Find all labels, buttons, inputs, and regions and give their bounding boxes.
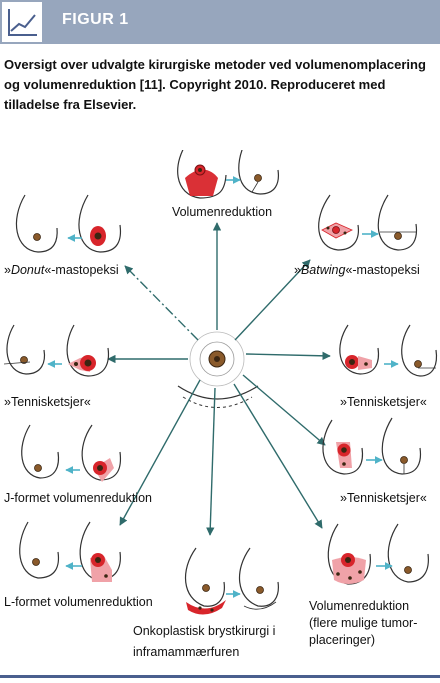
label-l-formet: L-formet volumenreduktion [4, 595, 153, 609]
bottom-rule [0, 675, 440, 678]
technique-tennis-right-2: »Tennisketsjer« [322, 417, 427, 505]
arrow-to-batwing [234, 259, 311, 341]
surgical-methods-diagram: Volumenreduktion »Donut«-mastopeksi »Bat… [3, 150, 438, 659]
arrow-to-inframammaer [206, 387, 216, 536]
label-volumenreduktion-bottom-line-1: Volumenreduktion [309, 599, 409, 613]
technique-volumenreduktion-bottom: Volumenreduktion (flere mulige tumor- pl… [309, 523, 429, 647]
technique-volumenreduktion-top: Volumenreduktion [172, 150, 280, 219]
line-chart-icon [8, 9, 37, 36]
label-tennis-left: »Tennisketsjer« [4, 395, 91, 409]
label-donut: »Donut«-mastopeksi [4, 263, 119, 277]
technique-l-formet: L-formet volumenreduktion [4, 521, 153, 609]
label-tennis-right-1: »Tennisketsjer« [340, 395, 427, 409]
figure-icon-box [2, 2, 42, 42]
label-volumenreduktion-top: Volumenreduktion [172, 205, 272, 219]
technique-batwing: »Batwing«-mastopeksi [294, 194, 420, 277]
central-breast [177, 331, 259, 408]
technique-j-formet: J-formet volumenreduktion [4, 424, 152, 505]
figure-header: FIGUR 1 [0, 0, 440, 44]
label-j-formet: J-formet volumenreduktion [4, 491, 152, 505]
label-batwing: »Batwing«-mastopeksi [294, 263, 420, 277]
technique-donut: »Donut«-mastopeksi [4, 194, 122, 277]
figure-title: FIGUR 1 [62, 11, 129, 28]
arrow-to-volumenreduktion-bottom [233, 383, 323, 529]
label-inframammaer-line-1: Onkoplastisk brystkirurgi i [133, 624, 275, 638]
label-volumenreduktion-bottom-line-3: placeringer) [309, 633, 375, 647]
technique-inframammaer: Onkoplastisk brystkirurgi i inframammærf… [133, 547, 279, 659]
technique-tennis-right-1: »Tennisketsjer« [339, 324, 438, 409]
technique-tennis-left: »Tennisketsjer« [3, 324, 110, 409]
label-tennis-right-2: »Tennisketsjer« [340, 491, 427, 505]
label-volumenreduktion-bottom-line-2: (flere mulige tumor- [309, 616, 417, 630]
label-inframammaer-line-2: inframammærfuren [133, 645, 239, 659]
arrow-to-tennis-right-2 [242, 374, 326, 446]
arrow-to-tennis-right-1 [245, 351, 331, 361]
figure-caption: Oversigt over udvalgte kirurgiske metode… [4, 57, 426, 112]
connector-arrows [107, 222, 331, 536]
arrow-to-l-formet [119, 379, 201, 526]
arrow-to-donut [124, 265, 199, 341]
